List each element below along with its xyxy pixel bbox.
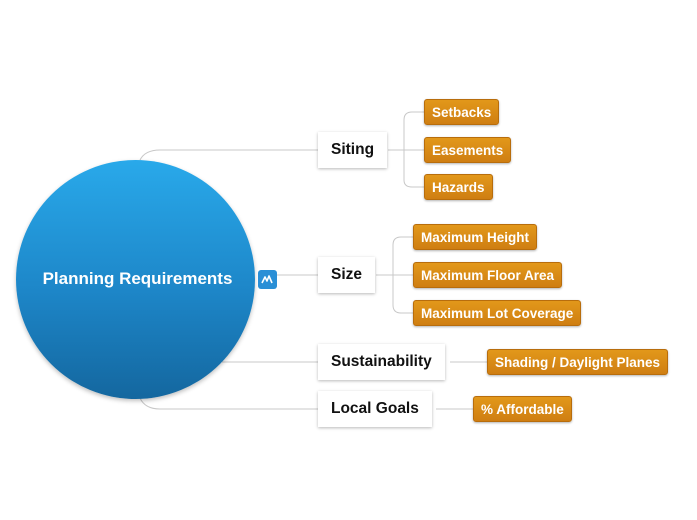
branch-sustainability[interactable]: Sustainability [318, 344, 445, 380]
branch-sustainability-label: Sustainability [331, 353, 432, 370]
leaf-maximum-lot-coverage[interactable]: Maximum Lot Coverage [413, 300, 582, 326]
leaf-maximum-floor-area[interactable]: Maximum Floor Area [413, 262, 563, 288]
leaf-hazards-label: Hazards [432, 179, 485, 195]
leaf-easements[interactable]: Easements [424, 137, 512, 163]
branch-local-goals-label: Local Goals [331, 400, 419, 417]
branch-siting-label: Siting [331, 141, 375, 158]
branch-size[interactable]: Size [318, 257, 376, 293]
leaf-shading-daylight-planes-label: Shading / Daylight Planes [495, 354, 661, 370]
root-topic[interactable]: Planning Requirements [16, 160, 255, 399]
leaf-shading-daylight-planes[interactable]: Shading / Daylight Planes [487, 349, 669, 375]
branch-siting[interactable]: Siting [318, 132, 388, 168]
root-topic-label: Planning Requirements [42, 268, 233, 288]
leaf-maximum-height[interactable]: Maximum Height [413, 224, 538, 250]
leaf-easements-label: Easements [432, 142, 504, 158]
leaf-setbacks-label: Setbacks [432, 104, 492, 120]
mindmap-logo-glyph [261, 275, 273, 284]
leaf-hazards[interactable]: Hazards [424, 174, 493, 200]
branch-local-goals[interactable]: Local Goals [318, 391, 432, 427]
leaf-maximum-lot-coverage-label: Maximum Lot Coverage [421, 305, 574, 321]
mindmap-logo-icon[interactable] [258, 270, 277, 289]
leaf-percent-affordable-label: % Affordable [481, 401, 564, 417]
leaf-maximum-height-label: Maximum Height [421, 229, 530, 245]
leaf-percent-affordable[interactable]: % Affordable [473, 396, 572, 422]
leaf-maximum-floor-area-label: Maximum Floor Area [421, 267, 555, 283]
leaf-setbacks[interactable]: Setbacks [424, 99, 500, 125]
branch-size-label: Size [331, 266, 363, 283]
